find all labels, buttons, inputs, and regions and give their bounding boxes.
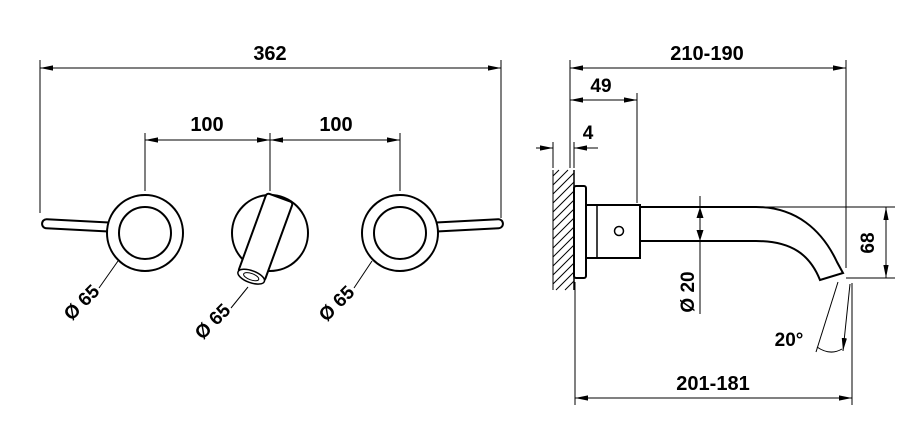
dim-body-depth-label: 49: [590, 76, 611, 97]
dim-projection-label: 210-190: [670, 43, 743, 65]
wall-flange: [573, 185, 587, 279]
dim-lower-projection-label: 201-181: [676, 373, 749, 395]
dim-overall-width: 362: [39, 43, 502, 218]
dim-wall-clearance: 4: [536, 123, 598, 168]
dim-spacing-left-label: 100: [190, 114, 223, 136]
callout-handle-left-diameter: Ø 65: [60, 260, 119, 325]
front-view: 362 100 100: [39, 43, 504, 344]
dim-overall-width-label: 362: [253, 43, 286, 65]
callout-handle-right-diameter: Ø 65: [315, 260, 373, 326]
dim-spout-drop: 68: [758, 206, 895, 279]
spout-body: [585, 204, 641, 259]
wall-hatching: [552, 169, 575, 291]
dim-spacing-right-label: 100: [319, 114, 352, 136]
handle-right-escutcheon: [361, 194, 439, 272]
spout-escutcheon-front: [231, 192, 309, 285]
spout-side-profile: [573, 185, 845, 282]
dim-hole-spacing: 100 100: [144, 114, 401, 191]
dim-spout-end-angle: 20°: [775, 281, 851, 353]
callout-spout-escutcheon-diameter: Ø 65: [191, 286, 249, 344]
dim-spout-drop-label: 68: [858, 232, 879, 253]
dim-wall-clearance-label: 4: [583, 123, 594, 144]
dia-handle-right-label: Ø 65: [315, 282, 359, 326]
dim-spout-end-angle-label: 20°: [775, 330, 804, 351]
dim-lower-projection: 201-181: [574, 282, 853, 405]
dia-spout-escutcheon-label: Ø 65: [191, 300, 235, 344]
setscrew: [613, 225, 625, 237]
handle-left-escutcheon: [106, 194, 184, 272]
dia-handle-left-label: Ø 65: [60, 281, 104, 325]
dim-body-depth: 49: [570, 76, 638, 203]
arrow-up-icon: [696, 207, 704, 218]
dia-spout-tube-label: Ø 20: [678, 271, 699, 312]
wall-section: [552, 169, 575, 291]
spout-front: [237, 192, 294, 285]
side-view: 210-190 49 4 68 Ø 20: [536, 43, 895, 405]
spout-tube: [639, 206, 845, 282]
callout-spout-tube-diameter: Ø 20: [678, 196, 704, 314]
dim-projection: 210-190: [569, 43, 847, 268]
arrow-down-icon: [696, 230, 704, 241]
